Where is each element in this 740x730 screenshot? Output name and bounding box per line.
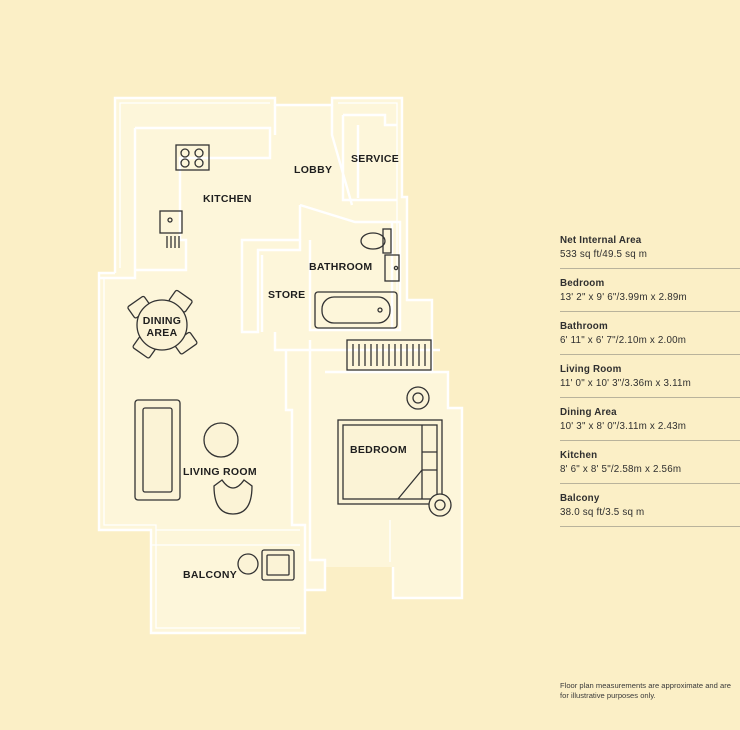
bedside-table-icon — [406, 386, 452, 517]
room-label-store: STORE — [268, 289, 305, 301]
partition-wall — [284, 340, 440, 590]
room-label-bedroom: BEDROOM — [350, 444, 407, 456]
legend-entry-balcony: Balcony 38.0 sq ft/3.5 sq m — [560, 490, 740, 527]
toilet-icon — [360, 228, 392, 254]
room-label-dining-line1: DINING — [143, 315, 182, 327]
area-legend: Net Internal Area 533 sq ft/49.5 sq m Be… — [560, 232, 740, 527]
legend-value: 13' 2" x 9' 6"/3.99m x 2.89m — [560, 292, 687, 303]
legend-title: Balcony — [560, 493, 600, 504]
balcony-table-icon — [237, 553, 259, 575]
legend-entry-living-room: Living Room 11' 0" x 10' 3"/3.36m x 3.11… — [560, 361, 740, 398]
legend-entry-bathroom: Bathroom 6' 11" x 6' 7"/2.10m x 2.00m — [560, 318, 740, 355]
legend-value: 38.0 sq ft/3.5 sq m — [560, 507, 645, 518]
room-label-balcony: BALCONY — [183, 569, 237, 581]
balcony-chair-icon — [261, 549, 295, 581]
bed-icon — [337, 419, 443, 505]
armchair-icon — [213, 479, 253, 515]
lobby-wall — [273, 105, 397, 206]
kitchen-wall — [99, 126, 272, 280]
hob-icon — [175, 144, 210, 171]
dining-table-icon — [127, 289, 198, 359]
legend-entry-dining-area: Dining Area 10' 3" x 8' 0"/3.11m x 2.43m — [560, 404, 740, 441]
legend-title: Bedroom — [560, 278, 605, 289]
sofa-icon — [134, 399, 181, 501]
basin-icon — [384, 254, 400, 282]
room-label-service: SERVICE — [351, 153, 399, 165]
legend-value: 8' 6" x 8' 5"/2.58m x 2.56m — [560, 464, 682, 475]
coffee-table-icon — [203, 422, 239, 458]
legend-title: Bathroom — [560, 321, 608, 332]
radiator-icon — [346, 339, 432, 371]
legend-title: Living Room — [560, 364, 622, 375]
legend-title: Kitchen — [560, 450, 598, 461]
legend-entry-kitchen: Kitchen 8' 6" x 8' 5"/2.58m x 2.56m — [560, 447, 740, 484]
room-label-dining-line2: AREA — [147, 327, 178, 339]
legend-value: 6' 11" x 6' 7"/2.10m x 2.00m — [560, 335, 687, 346]
room-label-living-room: LIVING ROOM — [183, 466, 257, 478]
room-label-lobby: LOBBY — [294, 164, 332, 176]
legend-value: 11' 0" x 10' 3"/3.36m x 3.11m — [560, 378, 692, 389]
disclaimer-text: Floor plan measurements are approximate … — [560, 681, 731, 700]
kitchen-sink-icon — [159, 210, 183, 248]
balcony-wall — [151, 529, 300, 546]
floor-plan: KITCHEN LOBBY SERVICE BATHROOM STORE DIN… — [97, 96, 464, 635]
legend-entry-bedroom: Bedroom 13' 2" x 9' 6"/3.99m x 2.89m — [560, 275, 740, 312]
outer-wall-inner — [103, 102, 398, 629]
outer-wall — [97, 96, 464, 635]
legend-entry-net-area: Net Internal Area 533 sq ft/49.5 sq m — [560, 232, 740, 269]
legend-value: 533 sq ft/49.5 sq m — [560, 249, 648, 260]
legend-title: Net Internal Area — [560, 235, 642, 246]
room-label-kitchen: KITCHEN — [203, 193, 252, 205]
room-label-bathroom: BATHROOM — [309, 261, 372, 273]
bathroom-wall — [298, 203, 402, 332]
bathtub-icon — [314, 291, 398, 329]
legend-title: Dining Area — [560, 407, 617, 418]
legend-value: 10' 3" x 8' 0"/3.11m x 2.43m — [560, 421, 687, 432]
